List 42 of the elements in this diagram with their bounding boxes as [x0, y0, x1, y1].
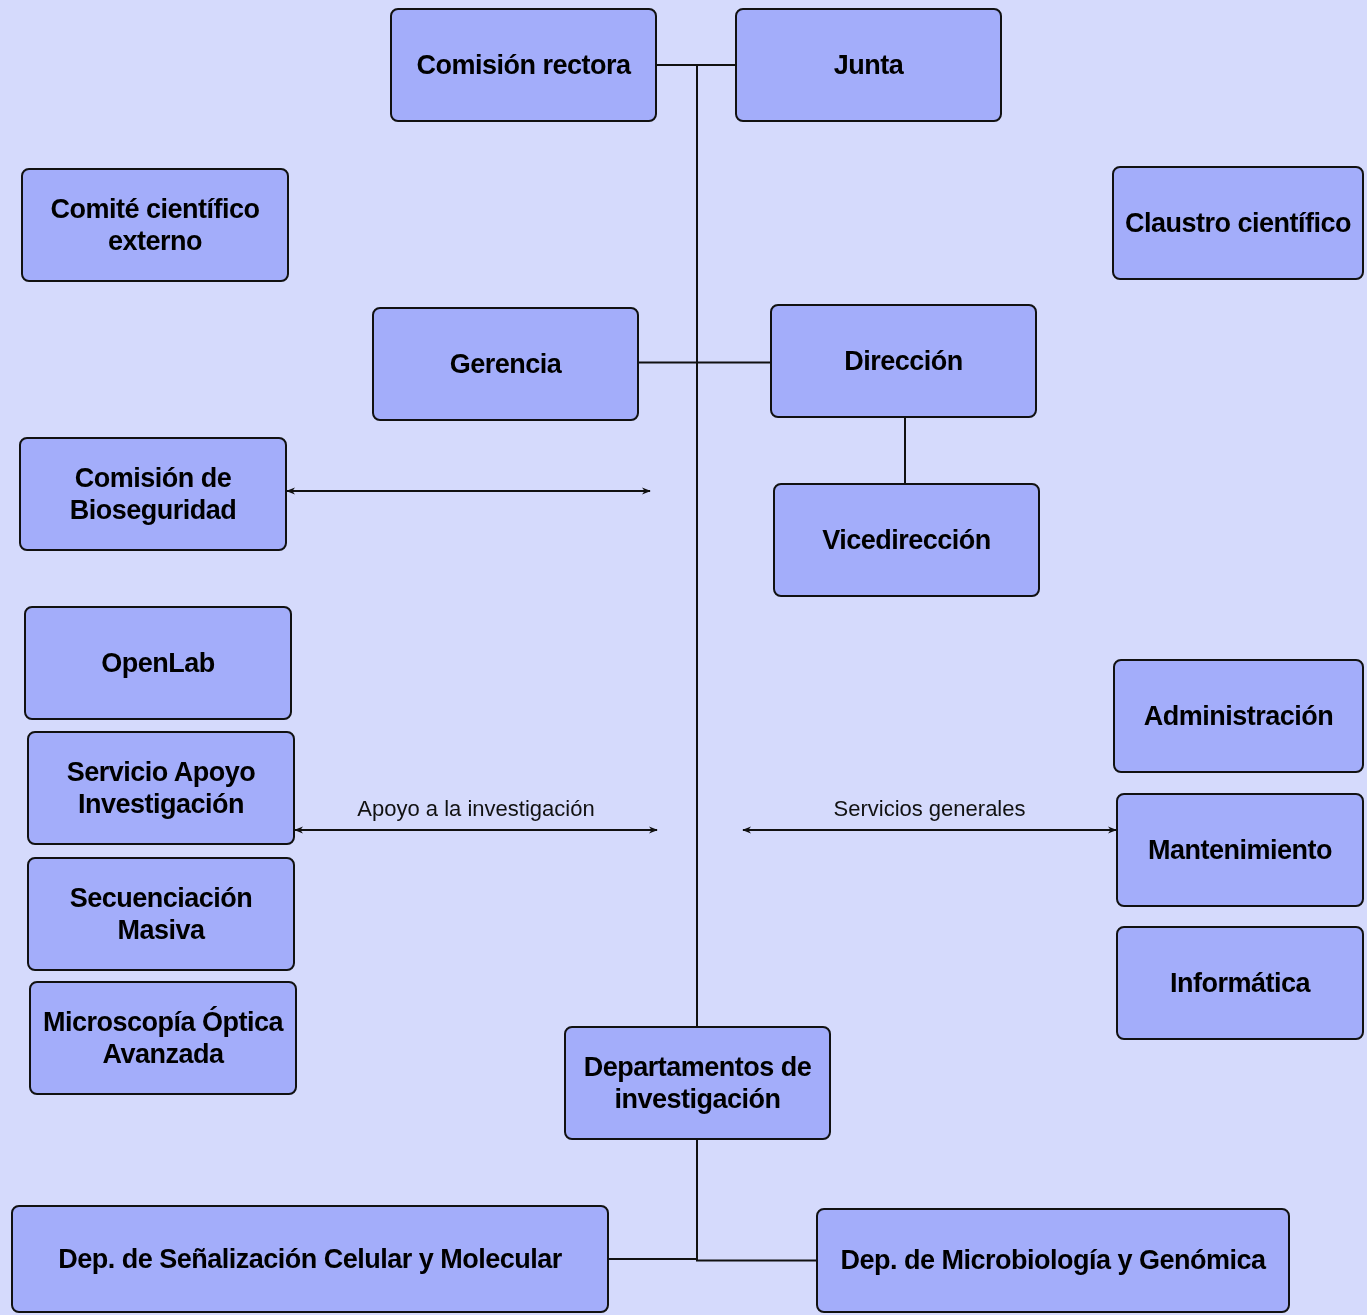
box-title: Dep. de Microbiología y Genómica	[840, 1244, 1266, 1277]
org-box	[24, 606, 292, 720]
double-arrow	[286, 487, 651, 495]
org-box	[11, 1205, 609, 1313]
box-title: Informática	[1169, 966, 1310, 1000]
connector-line	[904, 417, 906, 484]
box-title: Secuenciación Masiva	[68, 881, 254, 947]
org-box	[770, 304, 1037, 418]
org-box	[372, 307, 639, 421]
box-title: Departamentos de investigación	[582, 1050, 813, 1116]
org-box	[1116, 926, 1364, 1040]
double-arrow	[742, 826, 1117, 834]
org-box	[773, 483, 1040, 597]
box-title: Comité científico externo	[49, 192, 261, 258]
double-arrow	[294, 826, 658, 834]
box-title: Claustro científico	[1124, 206, 1351, 240]
org-box	[1116, 793, 1364, 907]
box-title: OpenLab	[101, 646, 215, 680]
connector-line	[638, 361, 771, 364]
org-box	[564, 1026, 831, 1140]
box-title: Dep. de Señalización Celular y Molecular	[58, 1242, 562, 1276]
org-box	[29, 981, 297, 1095]
box-title: Comisión de Bioseguridad	[68, 461, 238, 527]
org-box	[1112, 166, 1364, 280]
org-box	[27, 731, 295, 845]
org-box	[19, 437, 287, 551]
org-box	[816, 1208, 1290, 1313]
org-box	[735, 8, 1002, 122]
box-title: Gerencia	[449, 347, 562, 381]
box-title: Microscopía Óptica Avanzada	[41, 1005, 285, 1071]
box-title: Dirección	[844, 344, 963, 378]
box-title: Administración	[1143, 699, 1334, 733]
box-title: Vicedirección	[822, 523, 991, 557]
connector-line	[696, 1139, 817, 1262]
org-box	[27, 857, 295, 971]
box-title: Comisión rectora	[416, 48, 631, 82]
box-title: Junta	[833, 48, 904, 82]
org-box	[390, 8, 657, 122]
box-title: Servicio Apoyo Investigación	[65, 755, 257, 821]
box-title: Mantenimiento	[1148, 833, 1332, 867]
org-box	[21, 168, 289, 282]
org-box	[1113, 659, 1364, 773]
